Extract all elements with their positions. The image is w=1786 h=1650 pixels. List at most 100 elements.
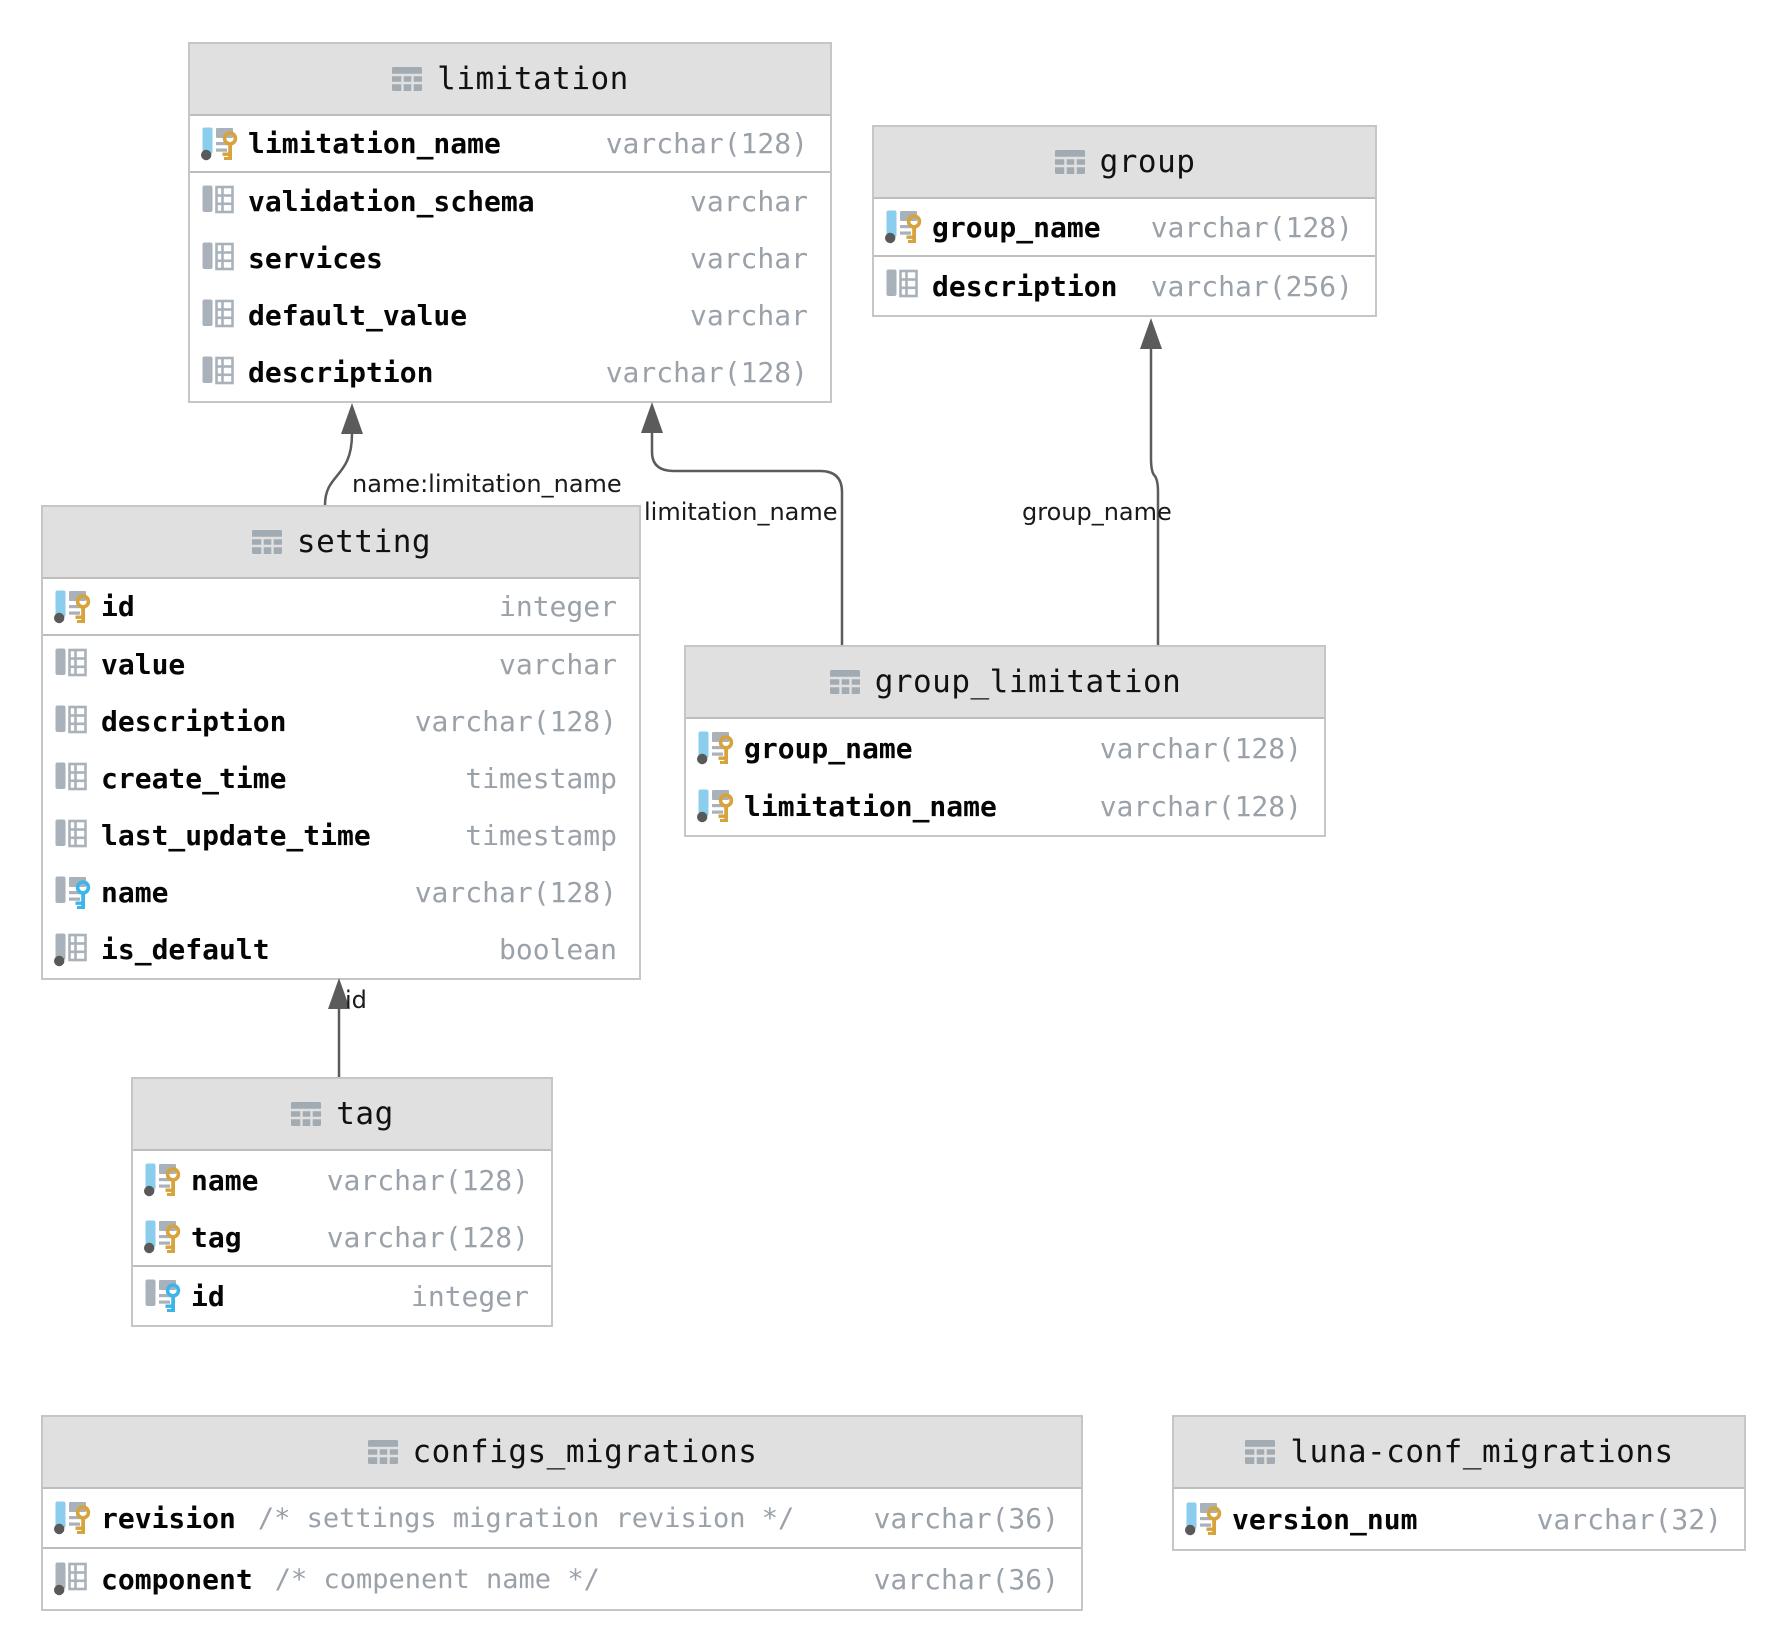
column-type: varchar <box>689 242 808 275</box>
primary-key-icon <box>1185 1502 1222 1536</box>
column-name: revision <box>101 1501 236 1535</box>
table-title: group <box>1099 144 1196 180</box>
table-title: limitation <box>437 61 629 97</box>
column-name: default_value <box>248 299 468 332</box>
column-notnull-icon <box>54 1562 87 1596</box>
column-type: varchar(128) <box>326 1163 529 1197</box>
primary-key-icon <box>144 1163 181 1197</box>
pk-icon-wrap <box>53 589 93 625</box>
table-title: tag <box>336 1096 394 1132</box>
table-icon <box>1054 148 1086 176</box>
col-icon-wrap <box>200 241 240 277</box>
edge-label-setting-to-limitation: name:limitation_name <box>352 470 622 498</box>
col-icon-wrap <box>53 818 93 854</box>
table-grid-icon <box>367 1440 398 1464</box>
table-header[interactable]: group <box>874 127 1375 199</box>
table-header[interactable]: limitation <box>190 44 830 116</box>
column-name: services <box>248 242 383 275</box>
col-icon-wrap <box>200 298 240 334</box>
table-title: setting <box>296 524 432 560</box>
column-notnull-icon <box>54 933 87 966</box>
pk-icon-wrap <box>884 209 924 245</box>
column-row-revision[interactable]: revision /* settings migration revision *… <box>43 1489 1081 1549</box>
table-header[interactable]: setting <box>43 507 639 579</box>
column-row-name[interactable]: name varchar(128) <box>133 1151 551 1209</box>
pk-icon-wrap <box>696 730 736 766</box>
column-type: varchar(128) <box>1150 210 1353 244</box>
pk-icon-wrap <box>200 126 240 162</box>
column-name: name <box>191 1163 259 1197</box>
table-header[interactable]: group_limitation <box>686 647 1324 719</box>
table-limitation[interactable]: limitation limitation_name varchar(128) val… <box>188 42 832 403</box>
table-icon <box>251 528 283 556</box>
table-icon <box>367 1438 399 1466</box>
pk-icon-wrap <box>1184 1501 1224 1537</box>
primary-key-icon <box>885 210 922 244</box>
primary-key-icon <box>201 127 238 160</box>
column-icon <box>55 819 87 847</box>
arrowhead-icon <box>641 402 663 433</box>
table-header[interactable]: configs_migrations <box>43 1417 1081 1489</box>
edge-setting-to-limitation[interactable] <box>323 433 354 506</box>
column-row-limitation_name[interactable]: limitation_name varchar(128) <box>190 116 830 173</box>
column-name: tag <box>191 1220 242 1254</box>
column-name: id <box>191 1279 225 1313</box>
table-configs_migrations[interactable]: configs_migrations revision /* settings mi… <box>41 1415 1083 1611</box>
arrowhead-icon <box>341 403 363 434</box>
col-icon-wrap <box>53 647 93 683</box>
colnn-icon-wrap <box>53 1561 93 1597</box>
column-type: varchar(128) <box>414 876 617 909</box>
column-name: name <box>101 876 169 909</box>
table-grid-icon <box>251 530 282 554</box>
col-icon-wrap <box>200 355 240 391</box>
col-icon-wrap <box>53 761 93 797</box>
edge-group_limitation-to-limitation[interactable] <box>650 433 844 645</box>
column-name: limitation_name <box>248 127 501 160</box>
column-type: varchar(128) <box>605 127 808 160</box>
edge-group_limitation-to-group[interactable] <box>1149 349 1160 645</box>
column-icon <box>55 705 87 733</box>
column-name: is_default <box>101 933 270 966</box>
column-type: integer <box>498 590 617 623</box>
column-type: varchar <box>689 299 808 332</box>
column-row-default_value[interactable]: default_value varchar <box>190 287 830 344</box>
column-row-name[interactable]: name varchar(128) <box>43 864 639 921</box>
column-type: varchar <box>498 648 617 681</box>
column-icon <box>202 299 234 327</box>
indexed-key-icon <box>55 876 91 909</box>
table-icon <box>290 1100 322 1128</box>
column-row-component[interactable]: component/* compenent name */varchar(36) <box>43 1549 1081 1609</box>
column-icon <box>55 648 87 676</box>
column-type: varchar(32) <box>1536 1502 1722 1536</box>
primary-key-icon <box>697 731 734 765</box>
table-icon <box>829 668 861 696</box>
column-icon <box>886 269 918 298</box>
column-type: varchar(256) <box>1150 269 1353 303</box>
column-name: create_time <box>101 762 287 795</box>
column-row-services[interactable]: services varchar <box>190 230 830 287</box>
table-header[interactable]: tag <box>133 1079 551 1151</box>
table-header[interactable]: luna-conf_migrations <box>1174 1417 1744 1489</box>
column-comment: /* settings migration revision */ <box>257 1502 795 1534</box>
table-icon <box>1244 1438 1276 1466</box>
